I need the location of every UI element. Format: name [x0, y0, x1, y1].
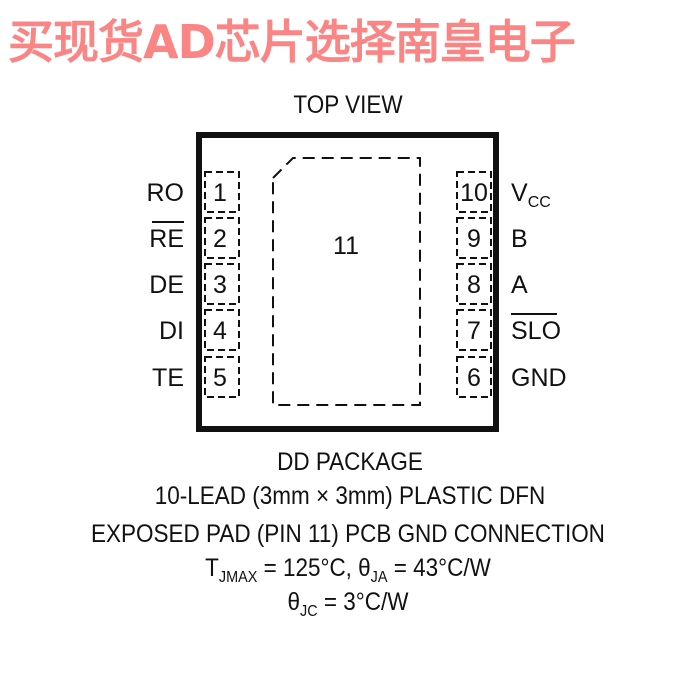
pin-pad: [456, 309, 492, 351]
pin-number: 8: [467, 271, 481, 299]
caption-line-1: DD PACKAGE: [277, 448, 423, 476]
pin-pad: [456, 171, 492, 213]
pin-number: 5: [213, 364, 227, 392]
pin-name: RE: [149, 225, 184, 253]
pin-name: DI: [159, 317, 184, 345]
exposed-pad-number: 11: [333, 232, 359, 260]
pin-3: 3 DE: [149, 263, 240, 305]
watermark: 买现货AD芯片选择南皇电子: [8, 15, 576, 69]
pin-number: 7: [467, 317, 481, 345]
pin-number: 4: [213, 317, 227, 345]
pin-pad: [456, 356, 492, 398]
caption: DD PACKAGE 10-LEAD (3mm × 3mm) PLASTIC D…: [91, 448, 605, 620]
pin-number: 2: [213, 225, 227, 253]
thermal-jc: θJC = 3°C/W: [288, 588, 409, 620]
pin-pad: [204, 263, 240, 305]
pin-number: 6: [467, 364, 481, 392]
pin-number: 10: [460, 179, 488, 207]
pin-pad: [204, 171, 240, 213]
pin-name: A: [511, 271, 528, 299]
exposed-pad-outline: [272, 157, 421, 406]
pin-10: 10 VCC: [456, 171, 551, 213]
pin-2: 2 RE: [149, 217, 240, 259]
pin-name: GND: [511, 364, 567, 392]
pin-name: B: [511, 225, 528, 253]
pin-name: RO: [147, 179, 185, 207]
pin-name: TE: [152, 364, 184, 392]
pin-name: SLO: [511, 317, 561, 345]
top-view-title: TOP VIEW: [293, 91, 403, 119]
pin-7: 7 SLO: [456, 309, 561, 351]
package-outline: [196, 132, 499, 432]
pin-4: 4 DI: [159, 309, 240, 351]
pin-pad: [204, 217, 240, 259]
pin-pad: [204, 309, 240, 351]
pin-6: 6 GND: [456, 356, 567, 398]
pin-name: DE: [149, 271, 184, 299]
pin-number: 1: [213, 179, 227, 207]
pin-name: VCC: [511, 179, 551, 211]
pin-number: 9: [467, 225, 481, 253]
pin-number: 3: [213, 271, 227, 299]
caption-line-3: EXPOSED PAD (PIN 11) PCB GND CONNECTION: [91, 520, 605, 548]
pin-pad: [456, 217, 492, 259]
pin-pad: [456, 263, 492, 305]
caption-line-2: 10-LEAD (3mm × 3mm) PLASTIC DFN: [155, 482, 545, 510]
pin-1: 1 RO: [147, 171, 240, 213]
thermal-tj-ja: TJMAX = 125°C, θJA = 43°C/W: [205, 554, 491, 586]
pin-5: 5 TE: [152, 356, 240, 398]
pin-pad: [204, 356, 240, 398]
